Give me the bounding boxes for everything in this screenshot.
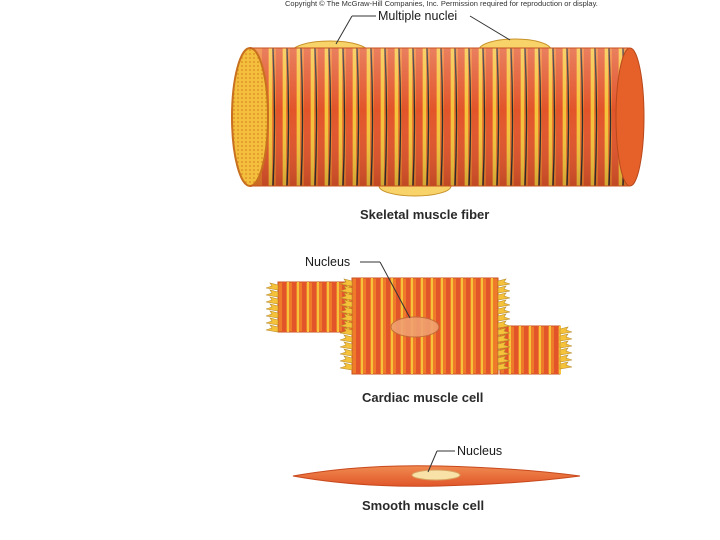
intercalated-disc [266,311,278,318]
striation-band [312,282,316,332]
intercalated-disc [498,279,510,286]
intercalated-disc [340,363,352,370]
intercalated-disc [340,335,352,342]
striation-band [317,282,319,332]
striation-band [461,278,463,374]
striation-band [514,326,518,374]
intercalated-disc [266,290,278,297]
striation-band [356,278,360,374]
striation-band [287,282,289,332]
striation-band [376,278,380,374]
striation-band [529,326,531,374]
striation-band [307,282,309,332]
cardiac-nucleus-label: Nucleus [305,255,350,269]
striation-band [451,278,453,374]
skeletal-cross-section [232,48,268,186]
striation-band [466,278,470,374]
striation-band [371,278,373,374]
striation-band [519,326,521,374]
striation-band [441,278,443,374]
cardiac-muscle-cell: Nucleus Cardiac muscle cell [266,255,572,405]
intercalated-disc [266,283,278,290]
intercalated-disc [498,300,510,307]
intercalated-disc [340,356,352,363]
striation-band [322,282,326,332]
striation-band [534,326,538,374]
striation-band [549,326,551,374]
smooth-nucleus [412,470,460,480]
striation-band [471,278,473,374]
striation-band [554,326,558,374]
intercalated-disc [560,362,572,369]
intercalated-disc [560,341,572,348]
striation-band [302,282,306,332]
intercalated-disc [498,286,510,293]
cardiac-nucleus [391,317,439,337]
cardiac-caption: Cardiac muscle cell [362,390,483,405]
intercalated-disc [340,342,352,349]
intercalated-disc [560,348,572,355]
striation-band [539,326,541,374]
intercalated-disc [340,349,352,356]
smooth-muscle-cell: Nucleus Smooth muscle cell [293,444,580,513]
intercalated-disc [266,297,278,304]
striation-band [332,282,336,332]
intercalated-disc [498,293,510,300]
intercalated-disc [560,334,572,341]
intercalated-disc [498,314,510,321]
striation-band [327,282,329,332]
striation-band [544,326,548,374]
intercalated-disc [560,355,572,362]
intercalated-disc [266,318,278,325]
smooth-caption: Smooth muscle cell [362,498,484,513]
copyright-notice: Copyright © The McGraw-Hill Companies, I… [285,0,598,8]
striation-band [337,282,339,332]
skeletal-muscle-fiber: Multiple nuclei Skeletal muscle fiber [232,9,644,222]
intercalated-disc [498,307,510,314]
striation-band [361,278,363,374]
striation-band [386,278,390,374]
intercalated-disc [266,304,278,311]
striation-band [381,278,383,374]
striation-band [476,278,480,374]
striation-band [292,282,296,332]
smooth-nucleus-label: Nucleus [457,444,502,458]
striation-band [366,278,370,374]
striation-band [446,278,450,374]
striation-band [491,278,493,374]
skeletal-caption: Skeletal muscle fiber [360,207,489,222]
intercalated-disc [560,327,572,334]
striation-band [456,278,460,374]
skeletal-label-leader [470,16,510,40]
intercalated-disc [266,325,278,332]
striation-band [297,282,299,332]
striation-band [282,282,286,332]
striation-band [481,278,483,374]
striation-band [524,326,528,374]
skeletal-label-leader [336,16,352,44]
skeletal-nuclei-label: Multiple nuclei [378,9,457,23]
striation-band [486,278,490,374]
